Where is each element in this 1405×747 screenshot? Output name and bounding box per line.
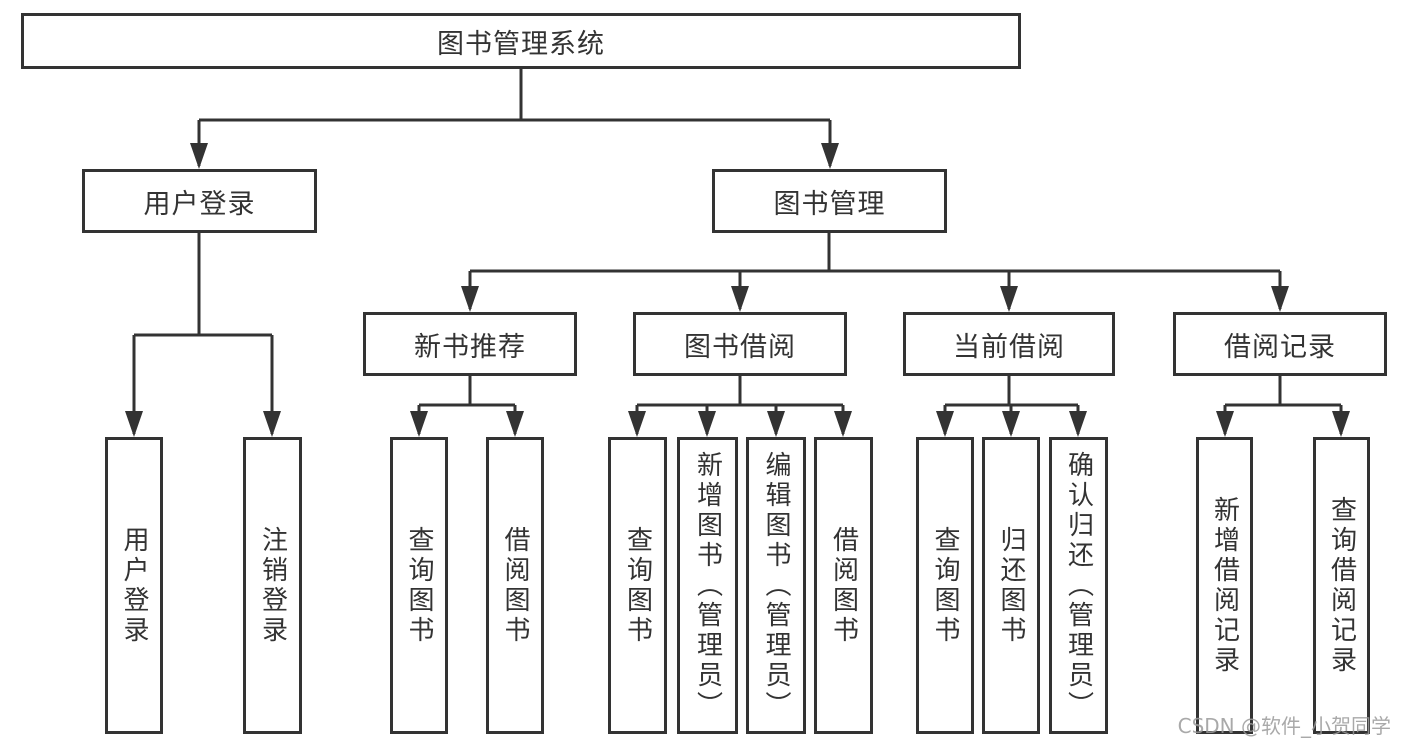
- node-label: 归还图书: [996, 525, 1026, 646]
- node-label: 图书管理系统: [437, 28, 605, 60]
- node-label: 用户登录: [119, 525, 149, 646]
- leaf-logout: 注销登录: [243, 437, 302, 734]
- node-label: 图书管理: [773, 188, 886, 220]
- node-label: 查询图书: [404, 525, 434, 646]
- node-label: 查询图书: [622, 525, 653, 646]
- node-label: 新增图书（管理员）: [692, 450, 723, 721]
- node-book-management: 图书管理: [712, 169, 947, 233]
- arrowhead-icons: [125, 143, 1350, 437]
- node-label: 确认归还（管理员）: [1063, 450, 1094, 721]
- leaf-query-borrow-record: 查询借阅记录: [1313, 437, 1370, 734]
- node-current-borrowing: 当前借阅: [903, 312, 1115, 376]
- node-borrowing-records: 借阅记录: [1173, 312, 1387, 376]
- leaf-query-books-recommend: 查询图书: [390, 437, 448, 734]
- leaf-query-books-current: 查询图书: [916, 437, 974, 734]
- leaf-user-login: 用户登录: [105, 437, 163, 734]
- leaf-return-books: 归还图书: [982, 437, 1040, 734]
- node-label: 查询借阅记录: [1326, 495, 1357, 676]
- node-label: 当前借阅: [953, 331, 1065, 363]
- connector-root: [197, 69, 832, 166]
- leaf-query-books-borrow: 查询图书: [608, 437, 667, 734]
- connector-user-login: [132, 233, 274, 434]
- node-label: 图书借阅: [684, 331, 796, 363]
- leaf-add-borrow-record: 新增借阅记录: [1196, 437, 1253, 734]
- node-label: 借阅记录: [1224, 331, 1336, 363]
- node-label: 查询图书: [930, 525, 960, 646]
- leaf-borrow-books: 借阅图书: [814, 437, 873, 734]
- csdn-watermark: CSDN @软件_小贺同学: [1177, 714, 1391, 738]
- connector-borrow-records: [1223, 376, 1343, 434]
- node-label: 注销登录: [257, 525, 288, 646]
- node-label: 编辑图书（管理员）: [761, 450, 791, 721]
- node-label: 新增借阅记录: [1209, 495, 1240, 676]
- node-label: 借阅图书: [500, 525, 530, 646]
- node-user-login: 用户登录: [82, 169, 317, 233]
- connector-new-book: [417, 376, 517, 434]
- node-new-book-recommendation: 新书推荐: [363, 312, 577, 376]
- node-label: 借阅图书: [828, 525, 859, 646]
- node-book-borrowing: 图书借阅: [633, 312, 847, 376]
- connector-book-borrow: [635, 376, 845, 434]
- node-label: 用户登录: [143, 188, 256, 220]
- leaf-confirm-return-admin: 确认归还（管理员）: [1049, 437, 1108, 734]
- leaf-add-books-admin: 新增图书（管理员）: [677, 437, 738, 734]
- leaf-edit-books-admin: 编辑图书（管理员）: [746, 437, 806, 734]
- connector-book-management: [468, 233, 1282, 309]
- leaf-borrow-books-recommend: 借阅图书: [486, 437, 544, 734]
- node-library-management-system: 图书管理系统: [21, 13, 1021, 69]
- node-label: 新书推荐: [414, 331, 526, 363]
